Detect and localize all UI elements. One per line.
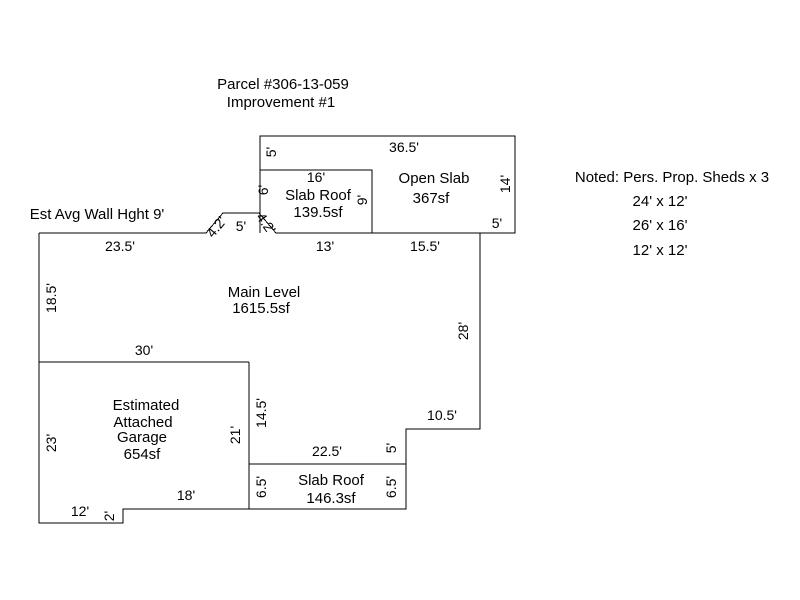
dim-main-lower-left: 14.5' [253, 398, 269, 428]
dim-garage-bottom-right: 18' [177, 487, 195, 503]
garage-line-3: Garage [117, 429, 167, 446]
building-outline [38, 135, 516, 524]
main-level-name: Main Level [228, 284, 301, 301]
dim-slab-roof-bottom-left: 6.5' [253, 476, 269, 498]
notes-title: Noted: Pers. Prop. Sheds x 3 [575, 169, 769, 186]
dim-open-slab-bottom-right: 5' [492, 215, 502, 231]
dim-garage-notch: 2' [101, 511, 117, 521]
dim-open-slab-width: 36.5' [389, 139, 419, 155]
dim-main-right: 28' [455, 322, 471, 340]
dim-diag-left: 4.2' [203, 213, 229, 240]
wall-height-label: Est Avg Wall Hght 9' [30, 206, 165, 223]
dim-slab-roof-top-left: 6' [255, 185, 271, 195]
garage-line-1: Estimated [113, 397, 180, 414]
dim-open-slab-left: 5' [263, 147, 279, 157]
dim-main-top-left: 23.5' [105, 238, 135, 254]
dim-main-top-right: 15.5' [410, 238, 440, 254]
dim-garage-top: 30' [135, 342, 153, 358]
slab-roof-bottom-size: 146.3sf [306, 490, 356, 507]
open-slab-name: Open Slab [399, 170, 470, 187]
parcel-label: Parcel #306-13-059 [217, 76, 349, 93]
dim-slab-roof-bottom-right: 6.5' [383, 476, 399, 498]
improvement-label: Improvement #1 [227, 94, 335, 111]
dim-notch-top: 5' [236, 218, 246, 234]
dim-main-step-bottom: 10.5' [427, 407, 457, 423]
shed-size-2: 26' x 16' [633, 217, 688, 234]
main-level-size: 1615.5sf [232, 300, 290, 317]
dim-step-vertical: 5' [383, 443, 399, 453]
slab-roof-top-outline [260, 169, 373, 233]
shed-size-3: 12' x 12' [633, 242, 688, 259]
slab-roof-bottom-name: Slab Roof [298, 472, 365, 489]
dim-slab-roof-bottom-width: 22.5' [312, 443, 342, 459]
open-slab-size: 367sf [413, 190, 451, 207]
dim-slab-roof-top-right: 9' [354, 195, 370, 205]
dim-garage-right: 21' [227, 426, 243, 444]
shed-size-1: 24' x 12' [633, 193, 688, 210]
garage-line-2: Attached [113, 414, 172, 431]
dim-slab-roof-top-width: 16' [307, 169, 325, 185]
garage-size: 654sf [124, 446, 162, 463]
dim-garage-left: 23' [43, 434, 59, 452]
main-level-outline [38, 212, 481, 524]
slab-roof-top-size: 139.5sf [293, 204, 343, 221]
dim-main-left: 18.5' [43, 283, 59, 313]
slab-roof-top-name: Slab Roof [285, 187, 352, 204]
dim-open-slab-right: 14' [497, 175, 513, 193]
dim-garage-bottom-left: 12' [71, 503, 89, 519]
dim-main-top-mid: 13' [316, 238, 334, 254]
